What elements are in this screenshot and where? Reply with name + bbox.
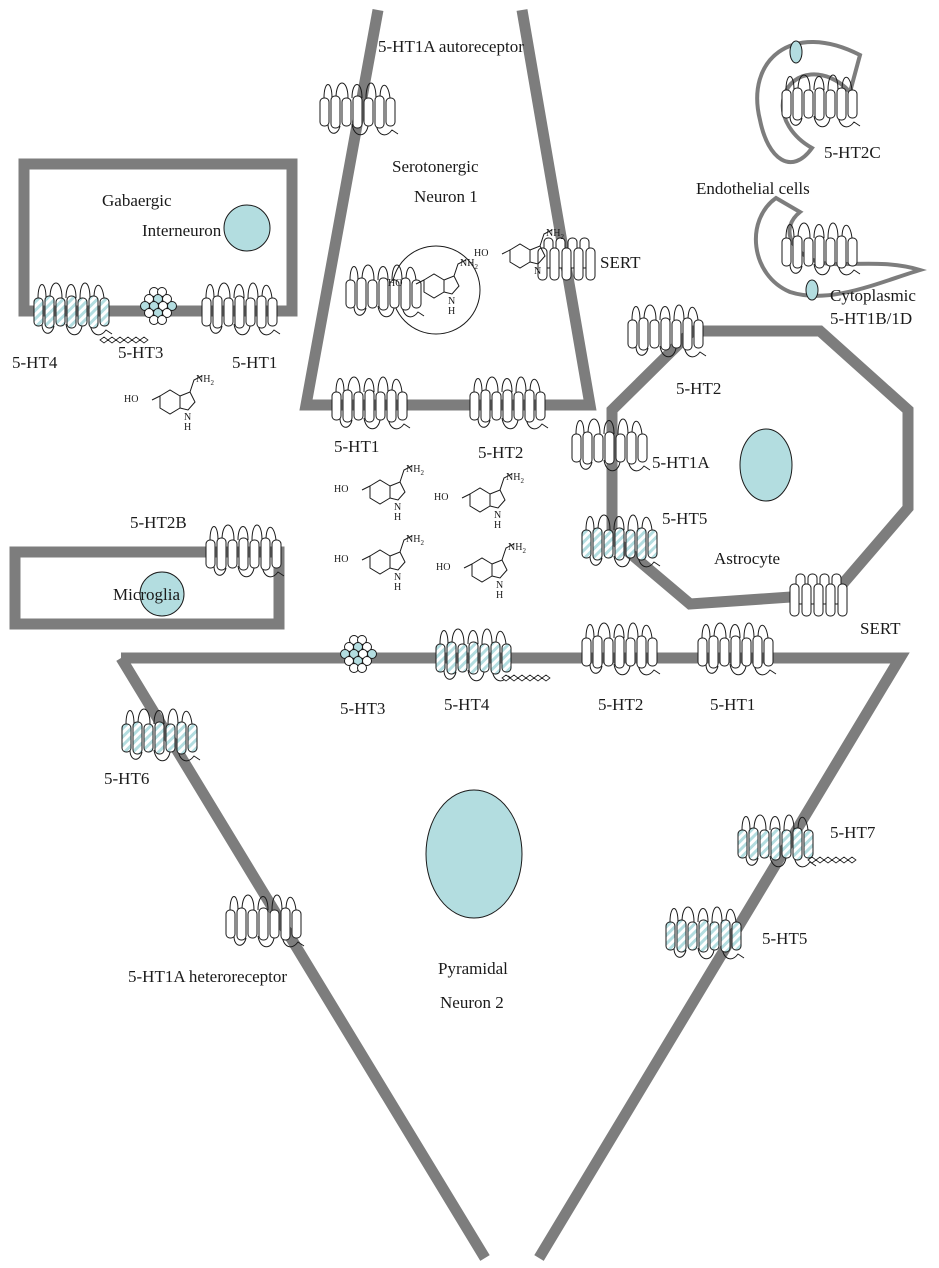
ht1-gaba-label: 5-HT1 <box>232 353 277 372</box>
svg-text:H: H <box>394 582 401 593</box>
endothelial-nucleus-2 <box>805 279 819 301</box>
serotonin-molecule: HO NH2 N H <box>388 258 478 317</box>
svg-text:NH2: NH2 <box>546 228 564 241</box>
serotonin-molecule: HO NH2 N <box>474 228 564 277</box>
ht4-pyr-icon[interactable] <box>435 628 515 682</box>
pyramidal-label-2: Neuron 2 <box>440 993 504 1012</box>
endothelial-nucleus-1 <box>789 40 803 64</box>
svg-text:HO: HO <box>334 484 348 495</box>
ht3-pyr-icon[interactable] <box>340 635 377 673</box>
gabaergic-label-1: Gabaergic <box>102 191 172 210</box>
svg-text:N: N <box>394 572 401 583</box>
cytoplasmic-label-2: 5-HT1B/1D <box>830 309 912 328</box>
ht5-astro-icon[interactable] <box>581 514 661 568</box>
ht3-gaba-label: 5-HT3 <box>118 343 163 362</box>
ht4-gaba-icon[interactable] <box>33 282 113 336</box>
pyramidal-membrane <box>116 652 910 1261</box>
svg-text:HO: HO <box>334 554 348 565</box>
svg-text:H: H <box>394 512 401 523</box>
microglia-label: Microglia <box>113 585 180 604</box>
serotonin-molecules: HO NH2 N HO NH2 N H HO NH2 N H HO NH2 N … <box>124 228 564 601</box>
svg-text:HO: HO <box>436 562 450 573</box>
ht2c-label: 5-HT2C <box>824 143 881 162</box>
ht2-astro-label: 5-HT2 <box>676 379 721 398</box>
sert-astro-label: SERT <box>860 619 901 638</box>
serotonergic-membrane <box>299 9 597 411</box>
ht2c-icon <box>781 74 861 128</box>
serotonin-molecule: HO NH2 N H <box>124 374 214 433</box>
svg-text:H: H <box>448 306 455 317</box>
svg-text:NH2: NH2 <box>406 464 424 477</box>
endothelial-label: Endothelial cells <box>696 179 810 198</box>
pyramidal-label-1: Pyramidal <box>438 959 508 978</box>
ht2-pyr-label: 5-HT2 <box>598 695 643 714</box>
ht2-neuron-icon[interactable] <box>469 376 549 430</box>
heteroreceptor-label: 5-HT1A heteroreceptor <box>128 967 287 986</box>
serotonergic-label-2: Neuron 1 <box>414 187 478 206</box>
svg-text:N: N <box>394 502 401 513</box>
ht4-pyr-tail-icon <box>501 674 551 682</box>
svg-text:HO: HO <box>474 248 488 259</box>
ht2-astro-icon[interactable] <box>627 304 707 358</box>
serotonin-molecule: HO NH2 N H <box>436 542 526 601</box>
ht6-label: 5-HT6 <box>104 769 149 788</box>
svg-text:NH2: NH2 <box>508 542 526 555</box>
nuclei <box>139 40 819 919</box>
gabaergic-label-2: Interneuron <box>142 221 222 240</box>
svg-text:NH2: NH2 <box>506 472 524 485</box>
ht1-pyr-icon[interactable] <box>697 622 777 676</box>
svg-text:HO: HO <box>434 492 448 503</box>
ht1a-astro-label: 5-HT1A <box>652 453 710 472</box>
ht3-gaba-icon[interactable] <box>140 287 177 325</box>
receptor-labels: 5-HT1A autoreceptor SERT 5-HT2C 5-HT4 5-… <box>12 37 901 986</box>
svg-text:H: H <box>494 520 501 531</box>
svg-text:N: N <box>184 412 191 423</box>
serotonin-molecule: HO NH2 N H <box>334 464 424 523</box>
svg-text:N: N <box>496 580 503 591</box>
svg-text:HO: HO <box>124 394 138 405</box>
svg-text:HO: HO <box>388 278 402 289</box>
ht1-neuron-label: 5-HT1 <box>334 437 379 456</box>
sert-astro-icon[interactable] <box>789 573 848 617</box>
astrocyte-label: Astrocyte <box>714 549 780 568</box>
endothelial-upper <box>755 39 863 165</box>
microglia-nucleus <box>139 571 185 617</box>
svg-text:NH2: NH2 <box>406 534 424 547</box>
ht7-tail-icon <box>807 856 857 864</box>
sert-neuron-label: SERT <box>600 253 641 272</box>
ht4-gaba-label: 5-HT4 <box>12 353 58 372</box>
ht5-pyr-label: 5-HT5 <box>762 929 807 948</box>
ht1-gaba-icon[interactable] <box>201 282 281 336</box>
svg-text:N: N <box>534 266 541 277</box>
ht5-pyr-icon[interactable] <box>665 906 745 960</box>
ht1-pyr-label: 5-HT1 <box>710 695 755 714</box>
cytoplasmic-label-1: Cytoplasmic <box>830 286 916 305</box>
ht2-neuron-label: 5-HT2 <box>478 443 523 462</box>
autoreceptor-label: 5-HT1A autoreceptor <box>378 37 524 56</box>
gabaergic-nucleus <box>223 204 271 252</box>
ht2b-label: 5-HT2B <box>130 513 187 532</box>
serotonin-molecule: HO NH2 N H <box>434 472 524 531</box>
svg-text:N: N <box>448 296 455 307</box>
svg-text:H: H <box>496 590 503 601</box>
ht3-pyr-label: 5-HT3 <box>340 699 385 718</box>
svg-text:N: N <box>494 510 501 521</box>
serotonin-molecule: HO NH2 N H <box>334 534 424 593</box>
svg-text:H: H <box>184 422 191 433</box>
serotonergic-label-1: Serotonergic <box>392 157 479 176</box>
cell-labels: Serotonergic Neuron 1 Gabaergic Interneu… <box>102 157 916 1012</box>
svg-text:NH2: NH2 <box>196 374 214 387</box>
ht1-neuron-icon[interactable] <box>331 376 411 430</box>
astrocyte-nucleus <box>739 428 793 502</box>
svg-text:NH2: NH2 <box>460 258 478 271</box>
ht5-astro-label: 5-HT5 <box>662 509 707 528</box>
pyramidal-nucleus <box>425 789 523 919</box>
ht4-pyr-label: 5-HT4 <box>444 695 490 714</box>
ht7-label: 5-HT7 <box>830 823 876 842</box>
ht2b-icon[interactable] <box>205 524 285 578</box>
cytoplasmic-receptor-icon <box>781 222 861 276</box>
microglia-membrane <box>9 546 285 630</box>
ht2-pyr-icon[interactable] <box>581 622 661 676</box>
